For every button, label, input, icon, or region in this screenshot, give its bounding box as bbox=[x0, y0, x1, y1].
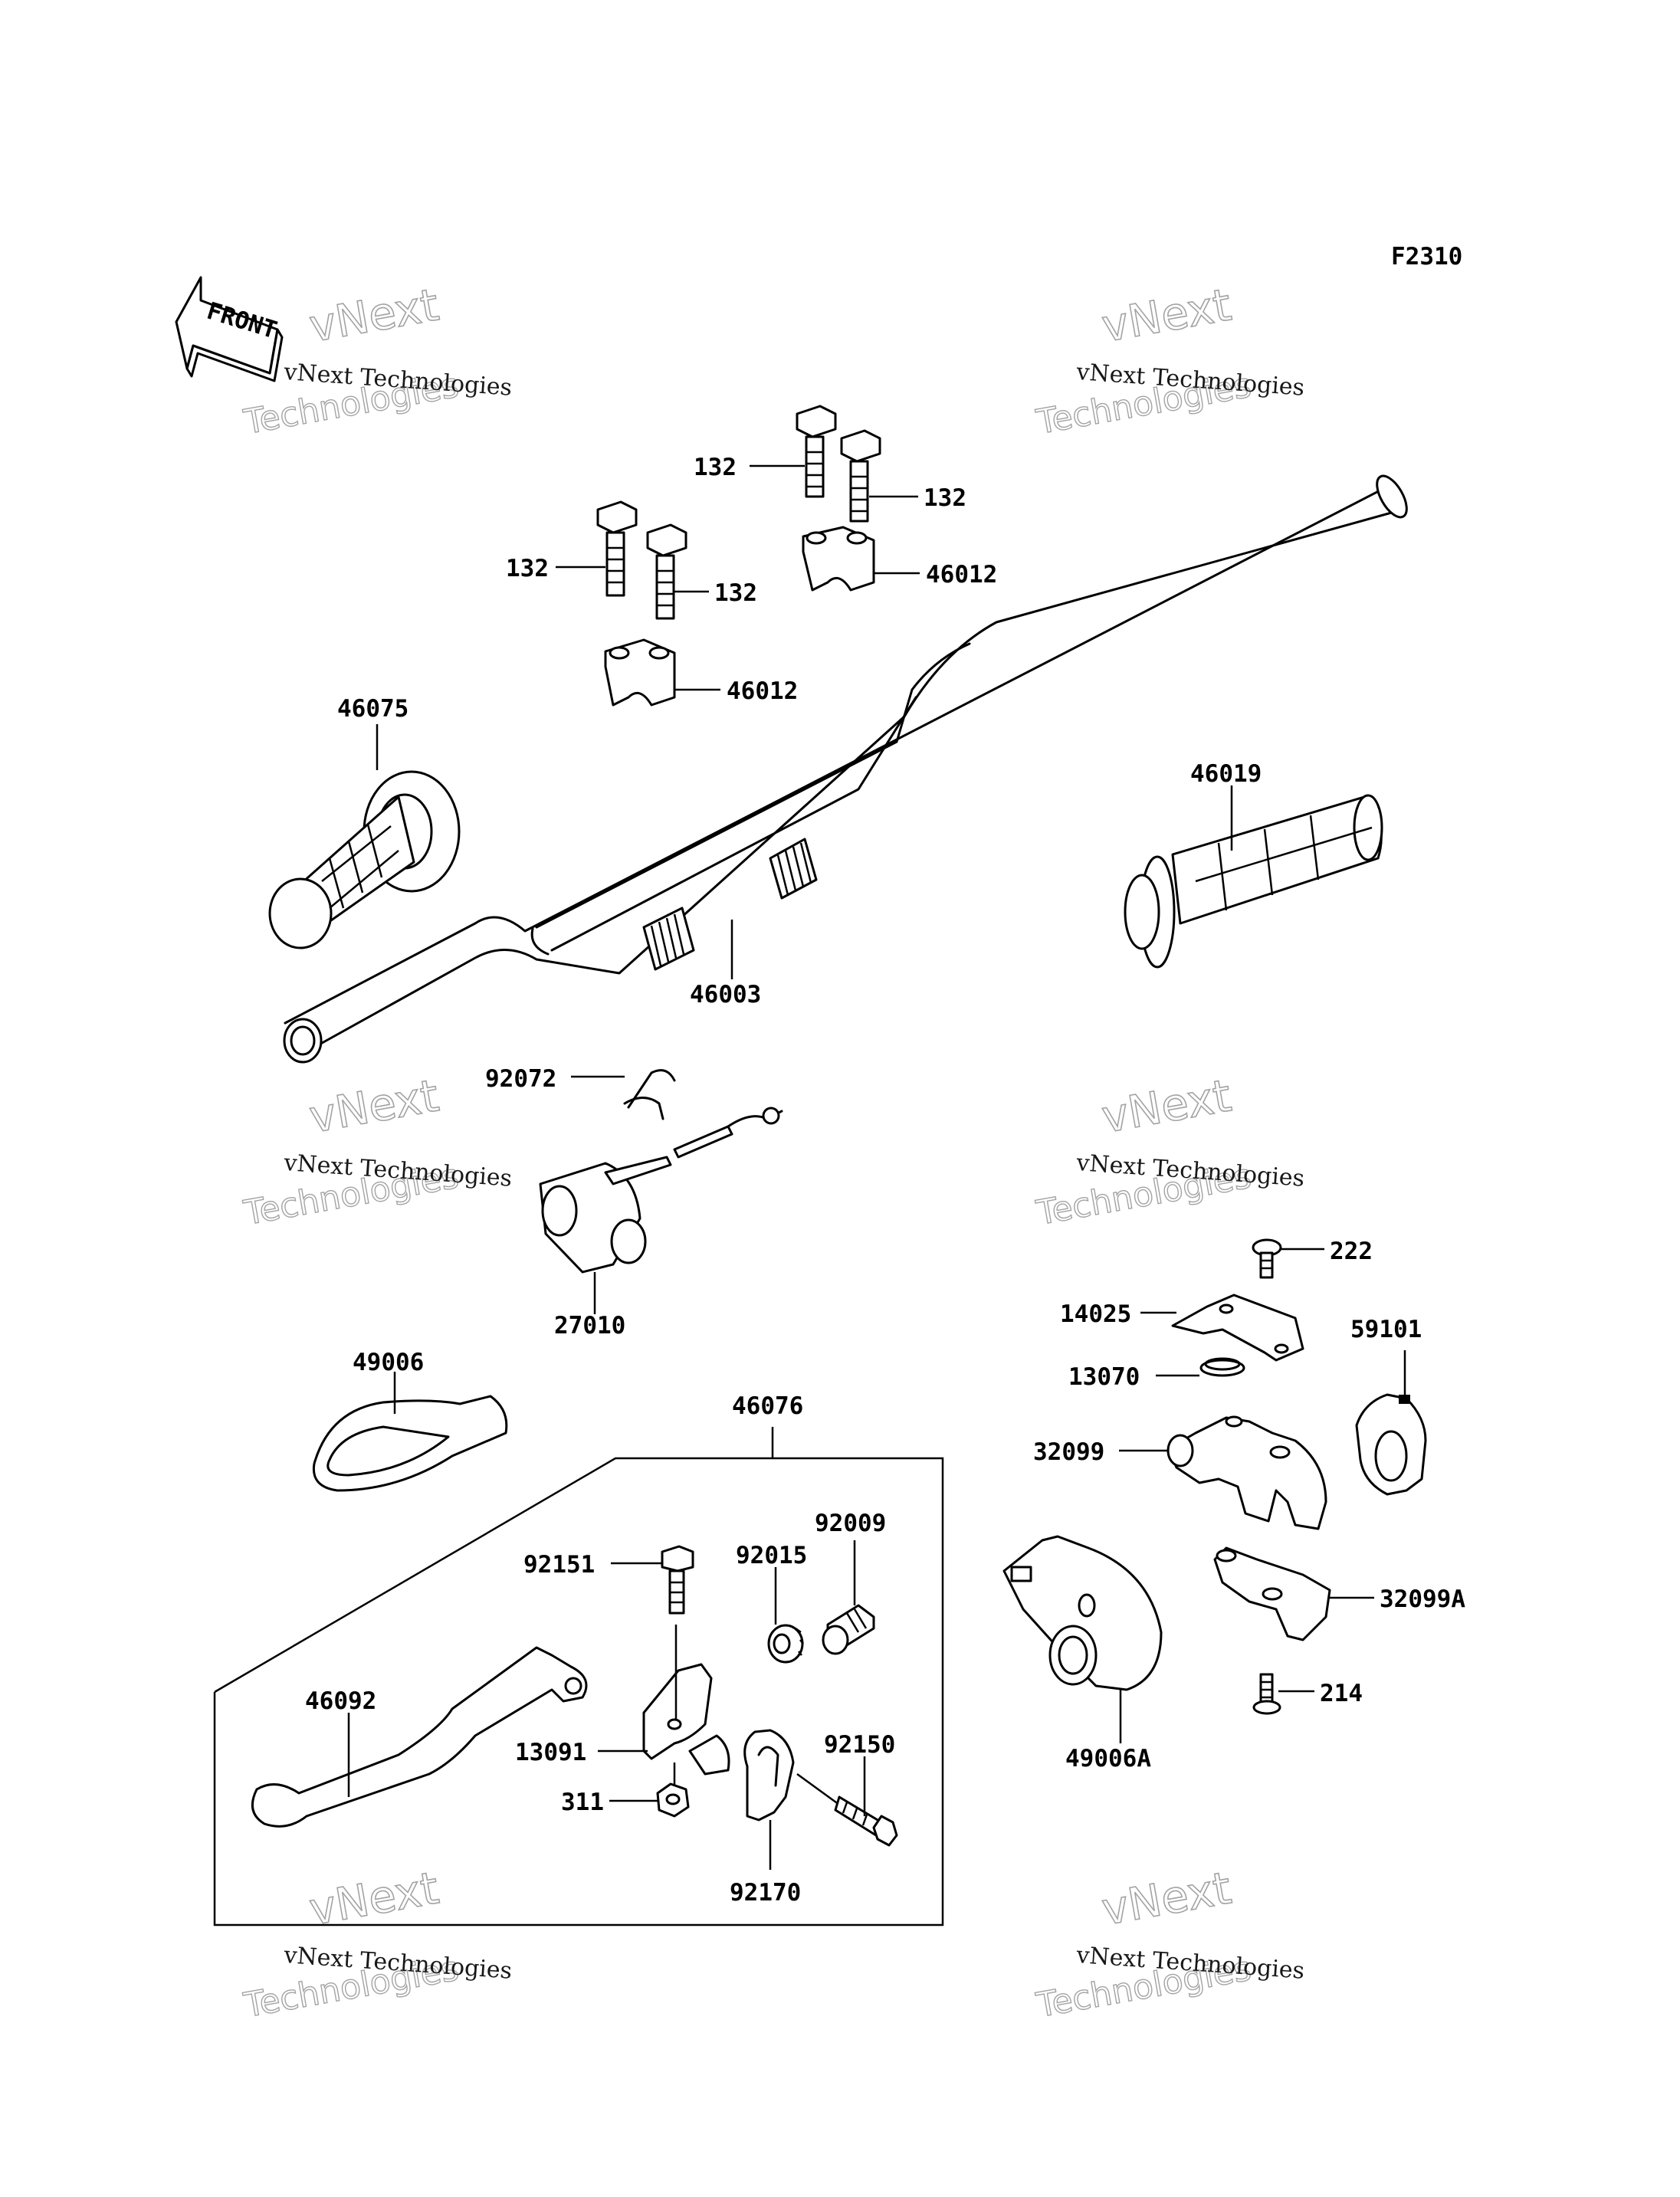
label-214: 214 bbox=[1320, 1680, 1363, 1707]
svg-text:vNext: vNext bbox=[1098, 1861, 1235, 1935]
band-92072 bbox=[623, 1069, 676, 1120]
label-92072: 92072 bbox=[485, 1065, 556, 1093]
label-46019: 46019 bbox=[1190, 760, 1262, 788]
label-46012-upper: 46012 bbox=[926, 561, 997, 589]
label-46076: 46076 bbox=[732, 1392, 803, 1420]
label-46003: 46003 bbox=[690, 981, 761, 1008]
throttle-housing-49006A bbox=[1002, 1535, 1163, 1691]
handlebar-part bbox=[283, 474, 1408, 1064]
bolt-132-a bbox=[796, 405, 837, 498]
label-49006: 49006 bbox=[353, 1349, 424, 1376]
svg-text:vNext: vNext bbox=[306, 1069, 443, 1143]
watermark-top-left: vNext Technologies vNext Technologies bbox=[240, 278, 513, 443]
watermark-mid-right: vNext Technologies vNext Technologies bbox=[1032, 1069, 1305, 1234]
label-32099A: 32099A bbox=[1380, 1585, 1465, 1613]
clamp-46012-lower bbox=[604, 638, 676, 707]
handlebar-pad-right bbox=[769, 838, 818, 900]
bracket-13091 bbox=[642, 1663, 730, 1776]
figure-code: F2310 bbox=[1391, 243, 1462, 271]
screw-222 bbox=[1252, 1238, 1282, 1279]
bolt-132-b bbox=[840, 429, 881, 523]
adjuster-92009 bbox=[822, 1604, 875, 1655]
label-92151: 92151 bbox=[523, 1551, 595, 1579]
bolt-132-c bbox=[596, 500, 638, 597]
watermark-bottom-left: vNext Technologies vNext Technologies bbox=[240, 1861, 513, 2026]
label-92015: 92015 bbox=[736, 1542, 807, 1569]
handlebar-pad-left bbox=[642, 907, 695, 971]
label-92009: 92009 bbox=[815, 1510, 886, 1537]
label-13091: 13091 bbox=[515, 1739, 586, 1766]
label-46092: 46092 bbox=[305, 1687, 376, 1715]
housing-32099 bbox=[1166, 1415, 1327, 1530]
grip-46075 bbox=[268, 770, 461, 949]
label-14025: 14025 bbox=[1060, 1300, 1131, 1328]
label-92150: 92150 bbox=[824, 1731, 895, 1759]
label-311: 311 bbox=[561, 1789, 604, 1816]
label-132-d: 132 bbox=[714, 579, 757, 607]
watermark-top-right: vNext Technologies vNext Technologies bbox=[1032, 278, 1305, 443]
grip-46019 bbox=[1124, 794, 1383, 969]
screw-214 bbox=[1252, 1673, 1281, 1715]
housing-32099A bbox=[1213, 1546, 1331, 1641]
clamp-46012-upper bbox=[802, 526, 875, 592]
watermark-mid-left: vNext Technologies vNext Technologies bbox=[240, 1069, 513, 1234]
label-46012-lower: 46012 bbox=[727, 677, 798, 705]
label-46075: 46075 bbox=[337, 695, 409, 723]
clamp-92170 bbox=[743, 1729, 795, 1822]
pulley-59101 bbox=[1355, 1393, 1427, 1496]
label-132-c: 132 bbox=[506, 555, 549, 582]
svg-text:vNext: vNext bbox=[1098, 1069, 1235, 1143]
label-27010: 27010 bbox=[554, 1312, 625, 1340]
nut-311 bbox=[656, 1782, 690, 1818]
label-32099: 32099 bbox=[1033, 1438, 1104, 1466]
bolt-92151 bbox=[661, 1545, 694, 1615]
lever-assembly-frame bbox=[213, 1457, 944, 1926]
svg-text:vNext: vNext bbox=[306, 278, 443, 352]
label-132-a: 132 bbox=[694, 454, 737, 481]
label-222: 222 bbox=[1330, 1238, 1373, 1265]
svg-text:vNext: vNext bbox=[1098, 278, 1235, 352]
label-59101: 59101 bbox=[1350, 1316, 1422, 1343]
label-13070: 13070 bbox=[1068, 1363, 1140, 1391]
label-92170: 92170 bbox=[730, 1879, 801, 1907]
label-49006A: 49006A bbox=[1065, 1745, 1151, 1772]
cover-14025 bbox=[1171, 1294, 1304, 1362]
watermark-bottom-right: vNext Technologies vNext Technologies bbox=[1032, 1861, 1305, 2026]
bolt-132-d bbox=[646, 523, 687, 620]
hand-guard-49006 bbox=[312, 1395, 508, 1492]
lever-46092 bbox=[251, 1646, 588, 1828]
clip-13070 bbox=[1199, 1357, 1245, 1377]
label-132-b: 132 bbox=[924, 484, 966, 512]
bolt-92150 bbox=[796, 1772, 898, 1847]
front-arrow-icon: FRONT bbox=[175, 276, 284, 382]
nut-92015 bbox=[767, 1624, 804, 1664]
switch-27010 bbox=[539, 1107, 783, 1274]
